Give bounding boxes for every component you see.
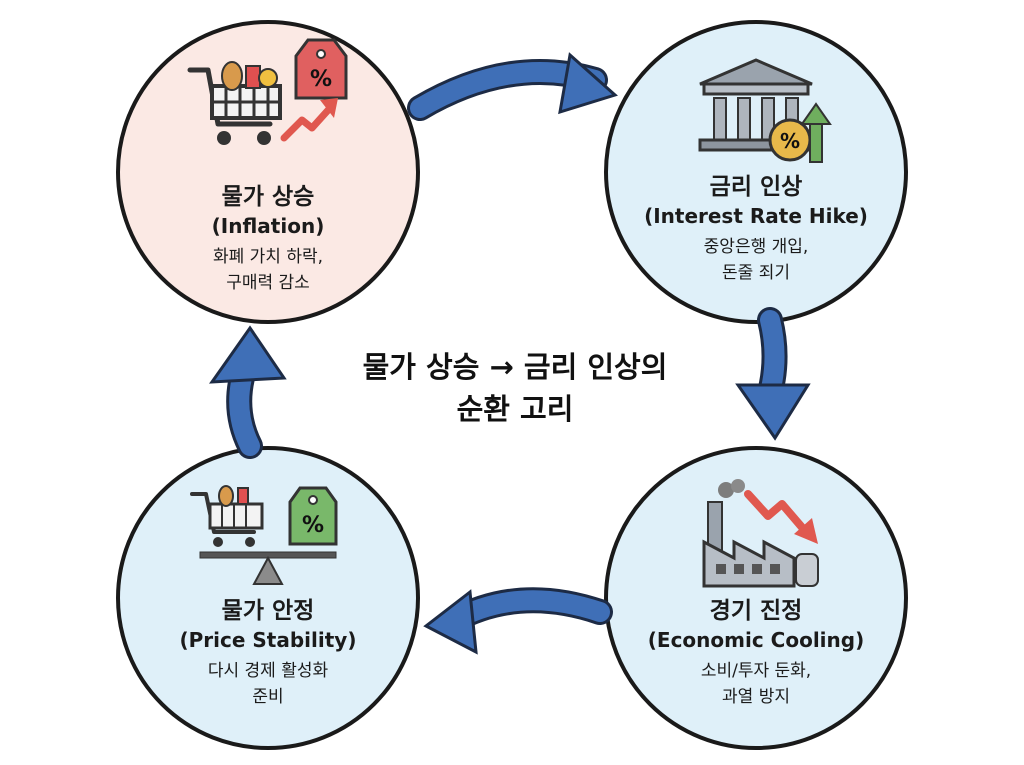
node-description-line: 돈줄 죄기: [722, 263, 790, 283]
price-tag-icon: %: [288, 486, 338, 546]
node-description: 소비/투자 둔화, 과열 방지: [636, 658, 876, 710]
node-title: 물가 상승: [221, 184, 315, 210]
node-description-line: 구매력 감소: [226, 273, 310, 293]
arrow-inflation-to-interest: [407, 52, 618, 121]
price-stability-circle: [116, 446, 420, 750]
interest-rate-node: 금리 인상 (Interest Rate Hike) 중앙은행 개입, 돈줄 죄…: [636, 172, 876, 286]
arrow-cooling-to-stability: [423, 587, 613, 655]
tag-percent-label: %: [310, 67, 332, 92]
shopping-cart-icon: [190, 485, 264, 547]
node-description-line: 과열 방지: [722, 687, 790, 707]
node-title: 금리 인상: [709, 174, 803, 200]
economic-cooling-circle: [604, 446, 908, 750]
node-title: 경기 진정: [709, 598, 803, 624]
node-subtitle: (Interest Rate Hike): [644, 204, 868, 228]
node-description-line: 소비/투자 둔화,: [700, 661, 812, 681]
node-description-line: 중앙은행 개입,: [703, 237, 809, 257]
economic-cooling-node: 경기 진정 (Economic Cooling) 소비/투자 둔화, 과열 방지: [636, 596, 876, 710]
tag-percent-label: %: [302, 513, 324, 538]
coin-percent-label: %: [780, 129, 800, 153]
falling-arrow-icon: [744, 490, 818, 544]
node-title: 물가 안정: [221, 598, 315, 624]
up-arrow-icon: [800, 102, 832, 163]
price-stability-node: 물가 안정 (Price Stability) 다시 경제 활성화 준비: [148, 596, 388, 710]
diagram-title-line: 순환 고리: [456, 392, 574, 426]
rising-arrow-icon: [280, 98, 338, 142]
price-tag-icon: %: [294, 38, 348, 100]
percent-coin-icon: %: [768, 118, 812, 162]
arrow-stability-to-inflation: [208, 325, 287, 459]
inflation-node: 물가 상승 (Inflation) 화폐 가치 하락, 구매력 감소: [148, 182, 388, 296]
arrow-interest-to-cooling: [735, 307, 811, 441]
interest-rate-circle: [604, 20, 908, 324]
node-description: 화폐 가치 하락, 구매력 감소: [148, 244, 388, 296]
shopping-cart-icon: [187, 61, 282, 145]
node-subtitle: (Price Stability): [179, 628, 357, 652]
balance-scale-icon: [199, 551, 337, 585]
node-description: 다시 경제 활성화 준비: [148, 658, 388, 710]
node-subtitle: (Economic Cooling): [647, 628, 865, 652]
node-description-line: 다시 경제 활성화: [207, 661, 329, 681]
factory-icon: [702, 479, 819, 588]
node-subtitle: (Inflation): [211, 214, 325, 238]
node-description: 중앙은행 개입, 돈줄 죄기: [636, 234, 876, 286]
node-description-line: 준비: [252, 687, 284, 707]
node-description-line: 화폐 가치 하락,: [212, 247, 324, 267]
diagram-title: 물가 상승 → 금리 인상의 순환 고리: [300, 346, 730, 430]
diagram-title-line: 물가 상승 → 금리 인상의: [362, 350, 668, 384]
